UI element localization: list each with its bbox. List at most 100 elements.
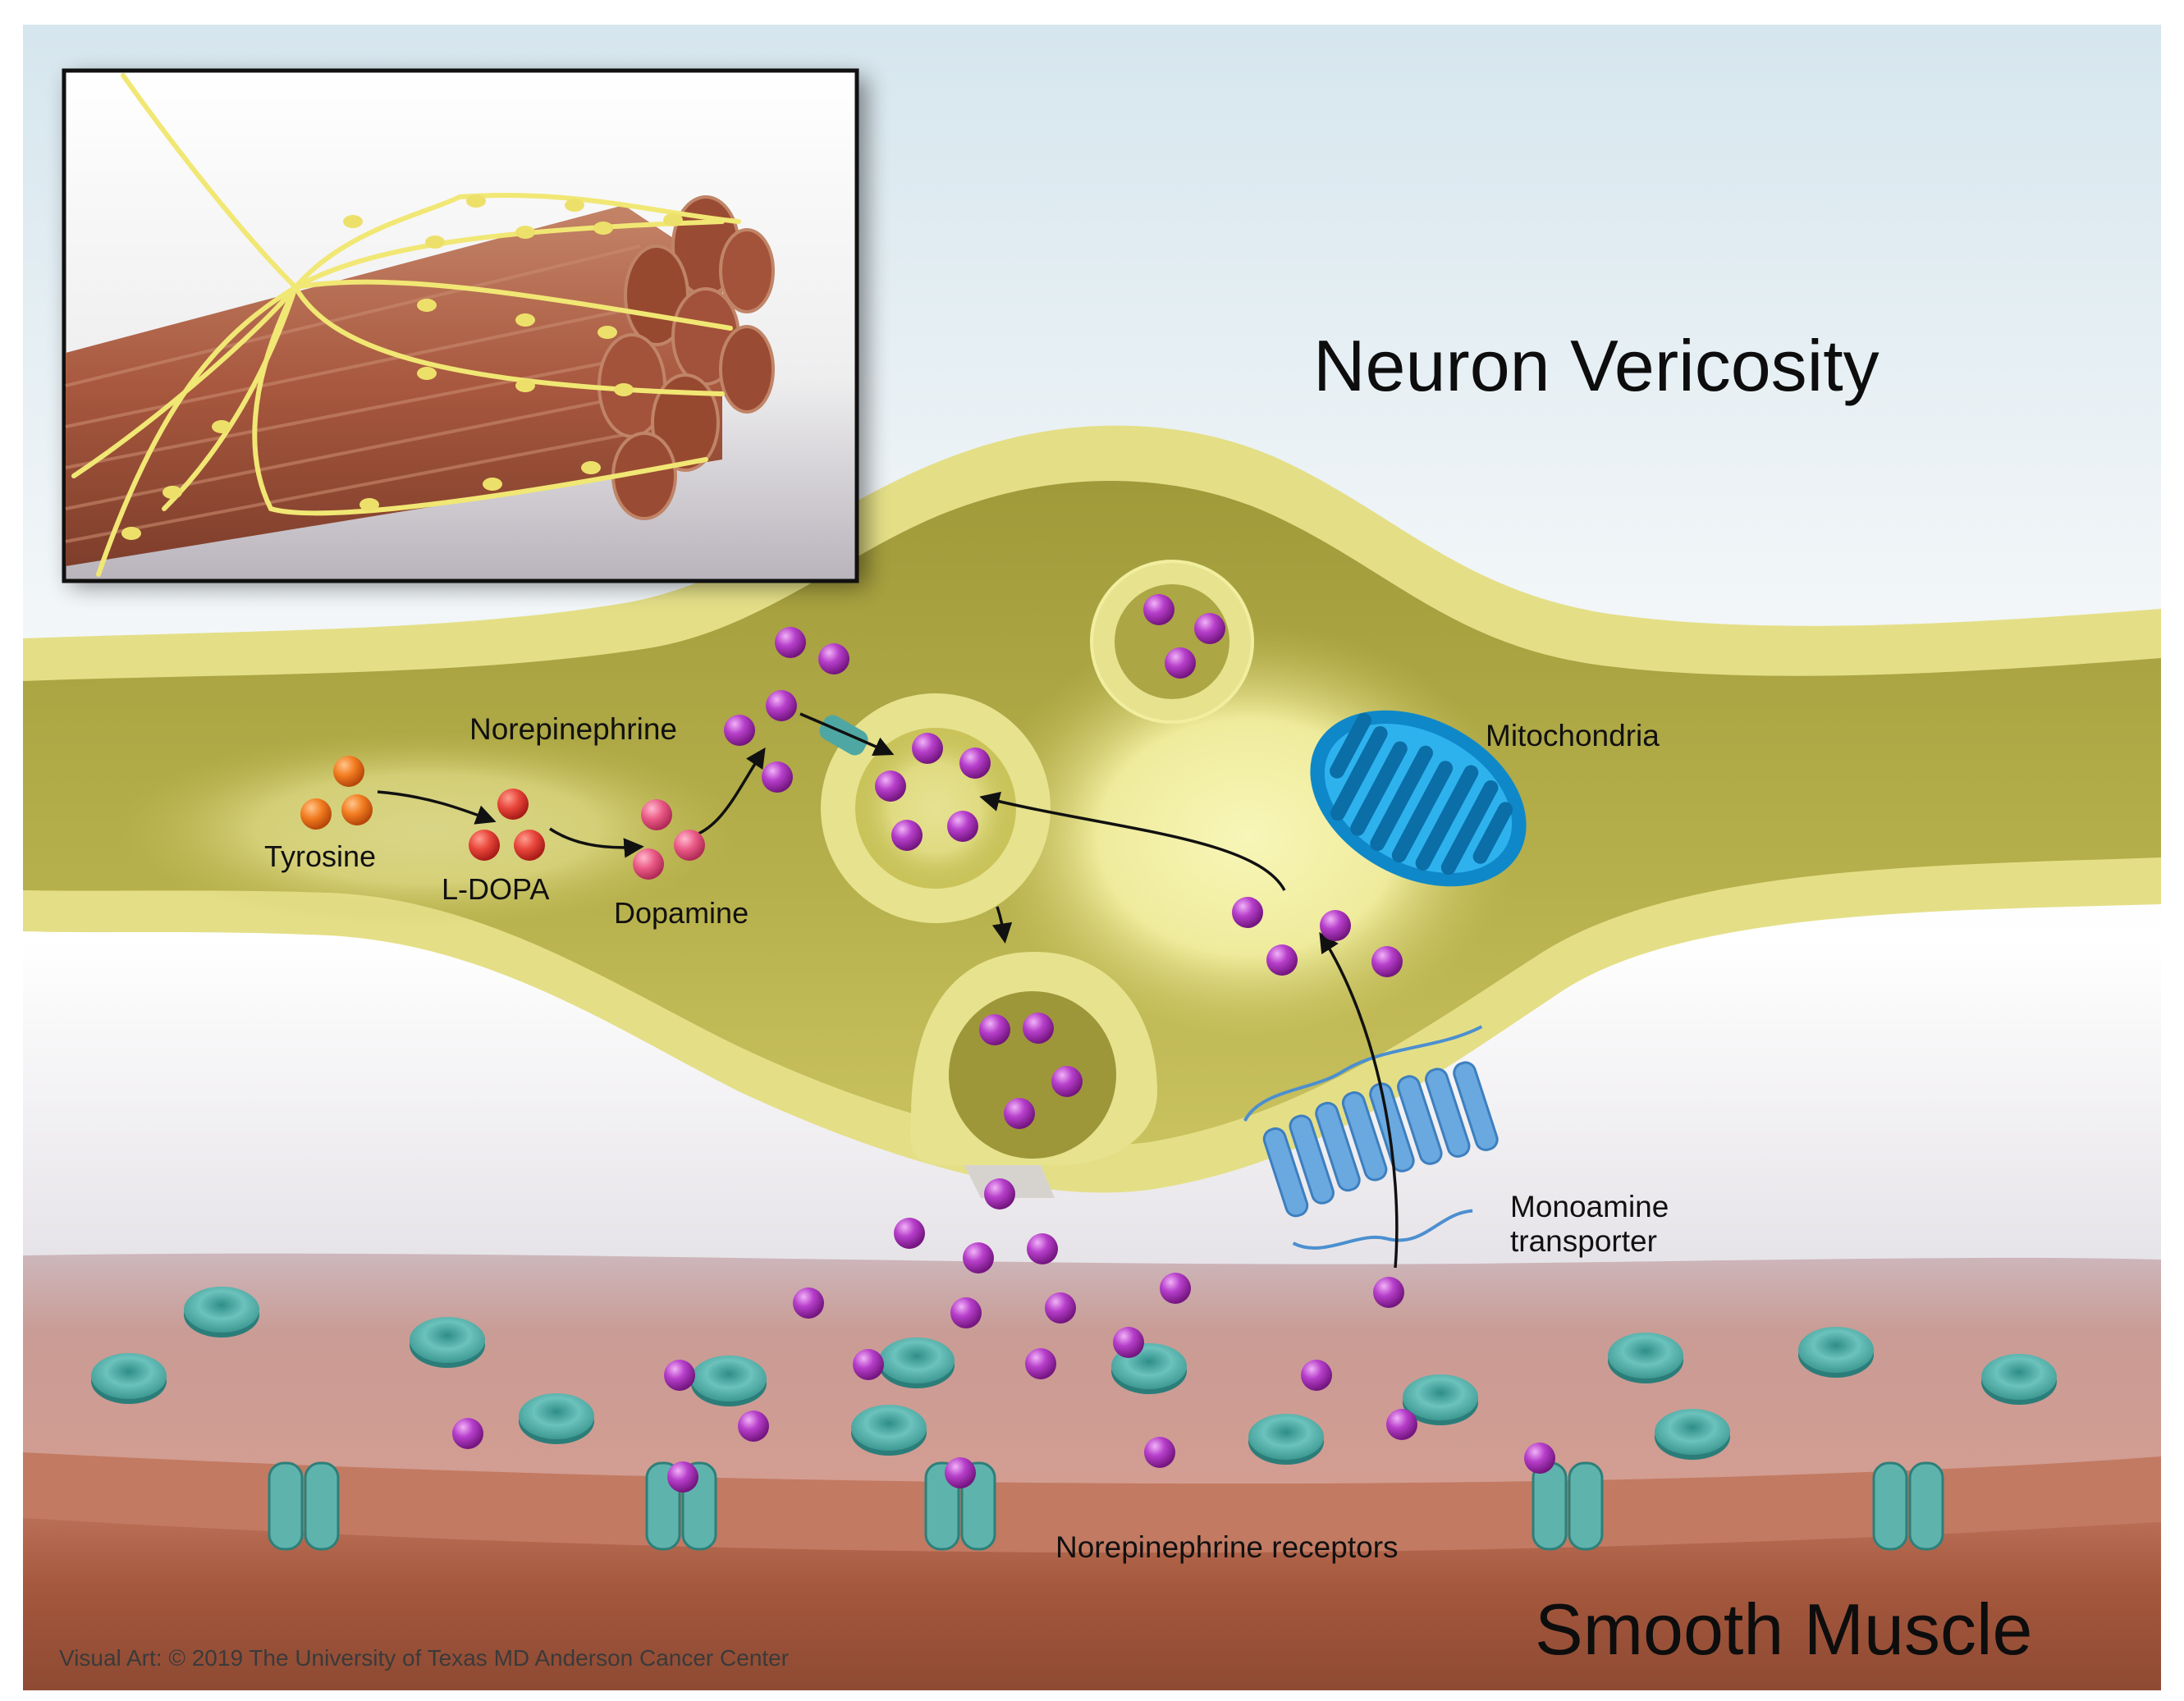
norepinephrine-molecule [950, 1297, 982, 1328]
norepinephrine-molecule [984, 1178, 1015, 1209]
norepinephrine-molecule [766, 690, 797, 721]
nerve-bead [515, 379, 535, 392]
norepinephrine-molecule [1025, 1348, 1056, 1379]
arrow-reuptake-into-vesicle [979, 791, 1286, 891]
muscle-disc-top [91, 1353, 167, 1399]
ldopa-label: L-DOPA [442, 872, 550, 906]
dopamine-molecule [674, 830, 705, 861]
nerve-bead [417, 367, 437, 380]
norepinephrine-molecule [894, 1218, 925, 1249]
norepinephrine-molecule [738, 1411, 769, 1442]
norepinephrine-molecule [1144, 1437, 1175, 1468]
norepinephrine-molecule [1386, 1409, 1417, 1440]
nerve-bead [515, 313, 535, 327]
credit-text: Visual Art: © 2019 The University of Tex… [59, 1645, 790, 1671]
norepinephrine-molecule [875, 770, 906, 802]
norepinephrine-molecule [1045, 1292, 1076, 1324]
nerve-bead [598, 326, 617, 339]
norepinephrine-molecule [959, 748, 991, 779]
muscle-disc-top [1608, 1333, 1683, 1379]
muscle-disc-top [184, 1287, 259, 1333]
muscle-title: Smooth Muscle [1535, 1589, 2033, 1670]
muscle-lower-layer [23, 1518, 2161, 1690]
norepinephrine-molecule [979, 1014, 1010, 1045]
norepinephrine-molecule [891, 820, 923, 851]
molecules [300, 594, 1555, 1493]
norepinephrine-molecule [1165, 647, 1196, 679]
pathway-arrows [377, 712, 1399, 1269]
nerve-bead [614, 383, 634, 396]
norepinephrine-molecule [724, 715, 755, 746]
nerve-beads [121, 194, 683, 540]
nerve-bead [417, 299, 437, 312]
ldopa-molecule [497, 789, 529, 820]
norepinephrine-molecule [1113, 1327, 1144, 1358]
vesicular-transporter [819, 715, 868, 756]
nerve-bead [581, 461, 601, 474]
muscle-disc-top [1798, 1327, 1874, 1373]
norepinephrine-molecule [912, 733, 943, 764]
norepinephrine-molecule [818, 643, 849, 674]
mitochondrion-icon [1310, 710, 1527, 887]
muscle-disc-top [1248, 1414, 1324, 1460]
ldopa-molecule [514, 830, 545, 861]
dopamine-label: Dopamine [614, 896, 749, 930]
receptor-half-right [1908, 1461, 1944, 1551]
norepinephrine-molecule [963, 1242, 994, 1273]
arrow-reuptake-from-cleft [1319, 931, 1399, 1269]
transporter-label-line2: transporter [1510, 1224, 1657, 1258]
nerve-bead [483, 478, 502, 491]
norepinephrine-molecule [1371, 946, 1403, 977]
tyrosine-label: Tyrosine [264, 839, 377, 873]
norepinephrine-molecule [1301, 1360, 1332, 1391]
nerve-bead [466, 194, 486, 208]
nerve-bead [359, 498, 379, 511]
arrow-into-vesicle [799, 712, 895, 756]
receptor-half-left [268, 1461, 304, 1551]
norepinephrine-molecule [1232, 897, 1263, 928]
norepinephrine-molecule [1266, 944, 1298, 976]
receptor-half-left [1532, 1461, 1568, 1551]
norepinephrine-molecule [793, 1287, 824, 1319]
norepinephrine-molecule [1524, 1443, 1555, 1474]
muscle-disc-top [410, 1317, 485, 1363]
transporter-label-line1: Monoamine [1510, 1190, 1669, 1223]
norepinephrine-molecule [1160, 1273, 1191, 1304]
tyrosine-molecule [333, 756, 364, 787]
arrow-dopamine-to-norepinephrine [689, 747, 766, 839]
nerve-bead [343, 215, 363, 228]
norepinephrine-molecule [1373, 1277, 1404, 1308]
norepinephrine-label: Norepinephrine [469, 712, 678, 746]
norepinephrine-molecule [1051, 1066, 1083, 1097]
receptor-half-right [1568, 1461, 1604, 1551]
norepinephrine-molecule [664, 1360, 695, 1391]
muscle-disc-top [1403, 1374, 1478, 1420]
norepinephrine-molecule [1004, 1098, 1035, 1129]
norepinephrine-molecule [1143, 594, 1174, 625]
dopamine-molecule [633, 848, 664, 880]
receptor-half-right [304, 1461, 340, 1551]
receptors-label: Norepinephrine receptors [1055, 1530, 1399, 1564]
monoamine-transporter-icon [1243, 1025, 1499, 1250]
muscle-fiber-bundle-icon [65, 195, 775, 566]
norepinephrine-molecule [762, 761, 793, 793]
nerve-bead [565, 199, 584, 212]
norepinephrine-molecule [1027, 1233, 1058, 1264]
norepinephrine-molecule [1320, 910, 1351, 941]
norepinephrine-molecule [667, 1461, 698, 1493]
norepinephrine-molecule [775, 627, 806, 658]
tyrosine-molecule [341, 794, 373, 825]
vesicle-top [1090, 560, 1254, 724]
receptor-half-left [1872, 1461, 1908, 1551]
norepinephrine-molecule [947, 811, 978, 842]
nerve-bead [593, 222, 613, 235]
muscle-disc-top [1981, 1354, 2057, 1400]
nerve-fiber-icon [71, 73, 741, 577]
inset-panel [62, 68, 867, 586]
norepinephrine-molecule [1023, 1013, 1054, 1044]
norepinephrine-molecule [1194, 613, 1225, 644]
muscle-disc-top [691, 1356, 767, 1401]
nerve-bead [121, 527, 141, 540]
